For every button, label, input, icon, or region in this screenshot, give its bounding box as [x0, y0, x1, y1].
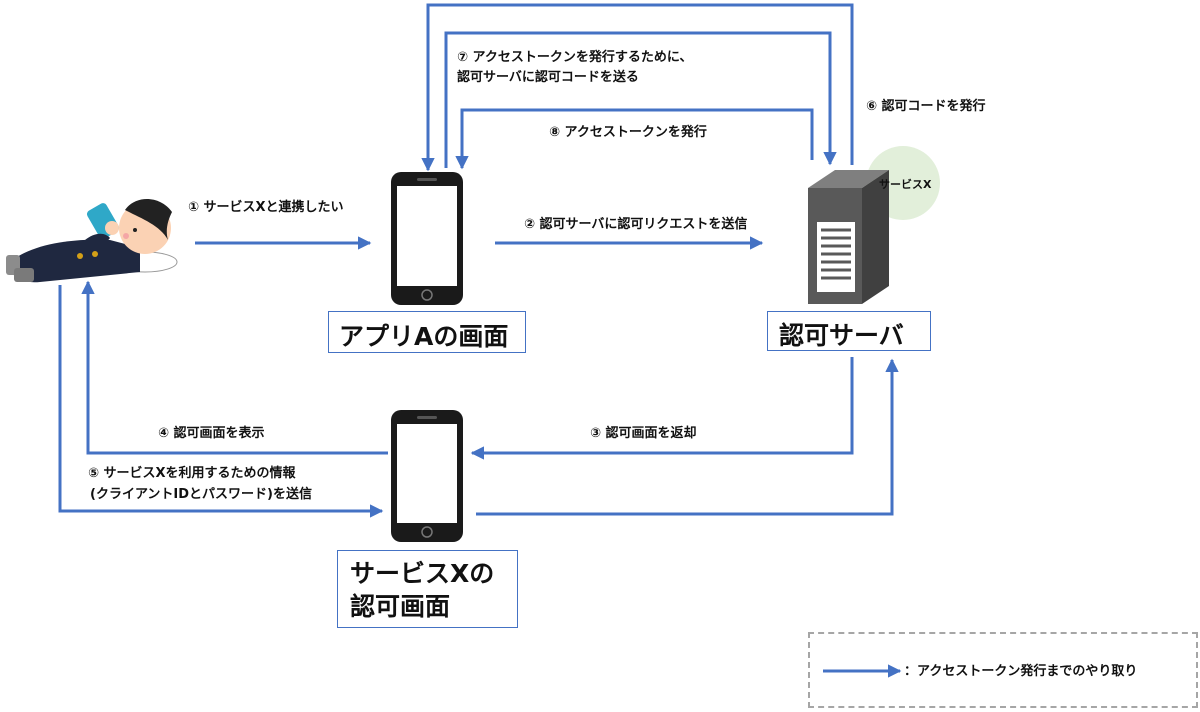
app-screen-title: アプリAの画面: [339, 322, 509, 351]
app-screen-box: アプリAの画面: [328, 311, 526, 353]
arrow-step3: [470, 357, 854, 460]
servicex-screen-box: サービスXの 認可画面: [337, 550, 518, 628]
person-lying-illustration: [6, 198, 178, 283]
step6-label: ⑥ 認可コードを発行: [866, 99, 986, 114]
step5-label-line1: ⑤ サービスXを利用するための情報: [88, 466, 296, 481]
step7-label-line1: ⑦ アクセストークンを発行するために、: [457, 50, 693, 65]
phone-app-a: [391, 172, 463, 305]
arrow-step6: [421, 3, 854, 172]
arrow-to-server: [476, 358, 899, 516]
arrow-step4: [81, 280, 388, 455]
servicex-badge-label: サービスX: [879, 178, 932, 191]
arrow-step7: [444, 31, 837, 168]
arrow-step5: [58, 285, 384, 518]
arrow-step8: [455, 108, 814, 170]
step4-label: ④ 認可画面を表示: [158, 426, 265, 441]
servicex-screen-title-line1: サービスXの: [350, 559, 495, 588]
auth-server-title: 認可サーバ: [779, 321, 904, 350]
auth-server-box: 認可サーバ: [767, 311, 931, 351]
step8-label: ⑧ アクセストークンを発行: [549, 125, 707, 140]
step5-label-line2: (クライアントIDとパスワード)を送信: [90, 487, 312, 502]
step1-label: ① サービスXと連携したい: [188, 200, 344, 215]
auth-server-illustration: [808, 146, 940, 304]
arrows: [58, 3, 902, 678]
step7-label-line2: 認可サーバに認可コードを送る: [457, 70, 639, 85]
legend-box: [808, 632, 1198, 708]
step2-label: ② 認可サーバに認可リクエストを送信: [524, 217, 748, 232]
phone-servicex-auth: [391, 410, 463, 542]
servicex-screen-title-line2: 認可画面: [350, 592, 451, 621]
legend-label: ：アクセストークン発行までのやり取り: [904, 664, 1138, 679]
step3-label: ③ 認可画面を返却: [590, 426, 697, 441]
